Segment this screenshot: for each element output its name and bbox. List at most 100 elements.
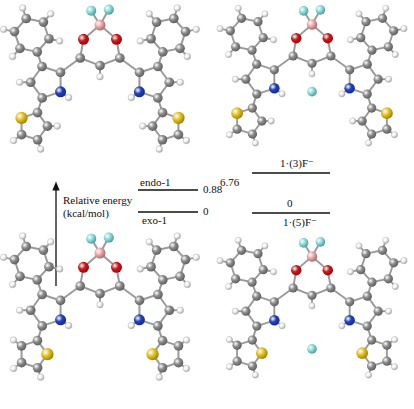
molecule-model (217, 237, 407, 378)
atom-ball (86, 234, 96, 244)
atom-ball (174, 130, 184, 140)
atom-ball (382, 357, 391, 366)
atom-ball (237, 14, 246, 23)
atom-ball (156, 146, 163, 153)
atom-ball (367, 361, 376, 370)
atom-ball (175, 271, 185, 281)
atom-ball (401, 258, 407, 264)
atom-ball (345, 297, 354, 306)
atom-ball (56, 296, 66, 306)
energy-level (252, 212, 330, 214)
atom-ball (365, 140, 371, 146)
atom-ball (193, 254, 200, 261)
atom-ball (270, 269, 276, 275)
atom-ball (307, 344, 317, 354)
atom-ball (55, 86, 66, 97)
atom-ball (39, 245, 49, 255)
atom-ball (262, 243, 268, 249)
atom-ball (15, 271, 25, 281)
atom-ball (65, 94, 72, 101)
atom-ball (10, 365, 17, 372)
atom-ball (367, 129, 376, 138)
atom-ball (391, 336, 397, 342)
atom-ball (181, 27, 191, 37)
atom-ball (26, 77, 36, 87)
atom-ball (146, 34, 156, 44)
atom-ball (347, 37, 353, 43)
atom-ball (33, 363, 43, 373)
atom-ball (158, 363, 168, 373)
atom-ball (356, 347, 368, 359)
energy-level (252, 172, 330, 174)
atom-ball (17, 341, 27, 351)
atom-ball (21, 14, 31, 24)
atom-ball (385, 76, 391, 82)
atom-ball (389, 258, 398, 267)
atom-ball (253, 249, 262, 258)
atom-ball (268, 118, 274, 124)
atom-ball (231, 107, 243, 119)
atom-ball (241, 307, 250, 316)
atom-ball (288, 51, 297, 60)
atom-ball (231, 42, 240, 51)
atom-ball (153, 290, 163, 300)
atom-ball (37, 93, 47, 103)
atom-ball (252, 60, 261, 69)
atom-ball (248, 361, 257, 370)
atom-ball (104, 5, 114, 15)
atom-ball (269, 83, 280, 94)
atom-ball (137, 266, 144, 273)
atom-ball (148, 121, 158, 131)
atom-ball (361, 17, 370, 26)
atom-ball (226, 336, 232, 342)
molecule-model (217, 5, 407, 146)
atom-ball (111, 262, 122, 273)
atom-ball (95, 289, 105, 299)
atom-ball (184, 53, 191, 60)
atom-ball (363, 292, 372, 301)
atom-ball (323, 33, 334, 44)
atom-ball (326, 51, 335, 60)
atom-ball (10, 255, 20, 265)
atom-ball (128, 94, 135, 101)
atom-ball (391, 132, 397, 138)
atom-ball (16, 79, 23, 86)
atom-ball (225, 283, 231, 289)
atom-ball (172, 112, 184, 124)
atom-ball (259, 265, 268, 274)
atom-ball (367, 46, 376, 55)
atom-ball (164, 77, 174, 87)
atom-ball (316, 237, 326, 247)
atom-ball (270, 65, 279, 74)
atom-ball (233, 125, 242, 134)
atom-ball (174, 5, 181, 12)
molecule-model (0, 5, 199, 153)
atom-ball (363, 89, 372, 98)
atom-ball (252, 321, 261, 330)
structure-name: endo-1 (140, 176, 171, 189)
structure-name: exo-1 (142, 214, 167, 227)
atom-ball (21, 242, 31, 252)
atom-ball (78, 262, 89, 273)
atom-ball (307, 59, 316, 68)
atom-ball (307, 251, 318, 262)
energy-value: 6.76 (220, 176, 239, 189)
atom-ball (174, 358, 184, 368)
axis-title: Relative energy (kcal/mol) (63, 194, 133, 219)
atom-ball (44, 262, 54, 272)
atom-ball (75, 281, 85, 291)
atom-ball (288, 283, 297, 292)
atom-ball (146, 348, 158, 360)
atom-ball (152, 17, 162, 27)
atom-ball (33, 135, 43, 145)
atom-ball (344, 315, 355, 326)
energy-level (138, 211, 198, 213)
atom-ball (232, 341, 241, 350)
atom-ball (232, 76, 238, 82)
atom-ball (309, 303, 315, 309)
atom-ball (95, 248, 106, 259)
atom-ball (65, 322, 72, 329)
atom-ball (392, 51, 398, 57)
atom-ball (146, 239, 153, 246)
atom-ball (97, 301, 104, 308)
